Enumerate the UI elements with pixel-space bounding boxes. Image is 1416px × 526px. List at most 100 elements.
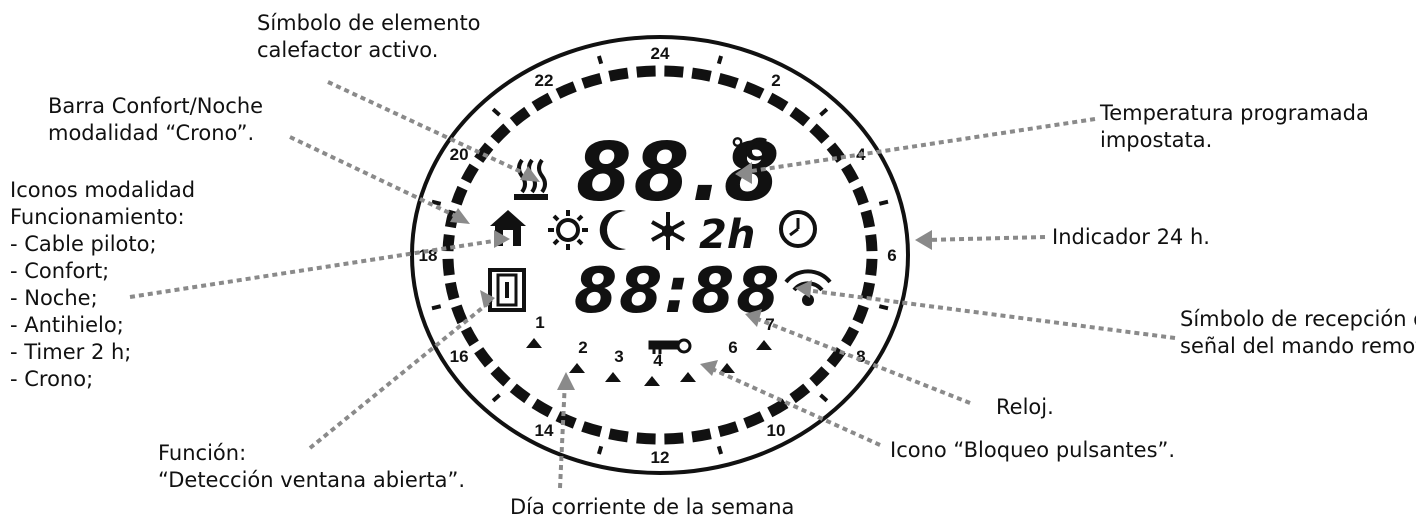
hour-tick [491, 393, 501, 403]
hour-tick-marks [431, 55, 889, 455]
day-number: 7 [765, 315, 774, 334]
label-key-lock: Icono “Bloqueo pulsantes”. [890, 438, 1176, 462]
hour-bar-segment [490, 366, 511, 387]
hour-bar-segment [608, 428, 629, 443]
hour-tick-label: 8 [856, 347, 865, 366]
heater-icon [514, 158, 548, 200]
day-number: 6 [728, 338, 737, 357]
hour-tick-label: 16 [450, 347, 469, 366]
hour-bar-segment [865, 258, 878, 276]
day-number: 3 [614, 347, 623, 366]
day-number: 4 [653, 351, 663, 370]
hour-bar-segment [691, 428, 712, 443]
hour-bar-segment [789, 106, 811, 127]
label-open-window: Función:“Detección ventana abierta”. [158, 441, 466, 492]
hour-bar-segment [555, 81, 577, 99]
day-marker-triangle [526, 338, 542, 348]
hour-bar-segment [581, 421, 603, 438]
snowflake-icon [651, 212, 685, 250]
hour-bar-segment [444, 281, 460, 301]
key-lock-icon [648, 338, 692, 354]
hour-bar-segment [691, 67, 712, 82]
hour-tick [878, 199, 889, 206]
hour-bar-segment [531, 92, 553, 112]
hour-bar-segment [451, 304, 468, 325]
hour-tick [819, 393, 829, 403]
hour-tick-label: 22 [535, 71, 554, 90]
hour-bar-segment [474, 347, 494, 368]
hour-tick-label: 6 [887, 246, 896, 265]
hour-bar-segment [841, 326, 860, 347]
hour-tick-label: 20 [450, 145, 469, 164]
hour-tick [596, 445, 604, 455]
timer-2h-label: 2h [699, 212, 755, 258]
hour-bar-segment [767, 92, 789, 112]
sun-icon [548, 210, 588, 250]
hour-bar-segment [490, 123, 511, 144]
hour-bar-segment [809, 123, 830, 144]
hour-tick [491, 107, 501, 117]
day-marker-triangle [644, 376, 660, 386]
day-marker-triangle [719, 363, 735, 373]
hour-bar-segment [664, 65, 684, 78]
hour-bar-segment [581, 72, 603, 89]
hour-bar-segment [509, 106, 531, 127]
day-marker-triangle [605, 372, 621, 382]
hour-bar-segment [555, 411, 577, 429]
hour-bar-segment [460, 326, 479, 347]
hour-tick-label: 2 [771, 71, 780, 90]
open-window-icon [488, 268, 526, 312]
label-remote-signal: Símbolo de recepción de laseñal del mand… [1180, 307, 1416, 358]
hour-tick [431, 304, 442, 311]
hour-bar-segment [743, 411, 765, 429]
hour-bar-segment [664, 432, 684, 445]
label-day-of-week: Día corriente de la semana [510, 495, 795, 519]
day-number: 1 [535, 313, 544, 332]
hour-tick-label: 24 [651, 44, 670, 63]
hour-bar-segment [865, 234, 878, 252]
hour-bar-segment [608, 67, 629, 82]
hour-bar-segment [809, 366, 830, 387]
hour-bar-segment [852, 304, 869, 325]
hour-tick [716, 445, 724, 455]
hour-bar-segment [509, 383, 531, 404]
hour-tick-label: 12 [651, 448, 670, 467]
day-marker-triangle [756, 340, 772, 350]
hour-bar-segment [636, 432, 656, 445]
hour-bar-segment [743, 81, 765, 99]
hour-bar-segment [767, 398, 789, 418]
hour-tick [431, 199, 442, 206]
hour-tick [878, 304, 889, 311]
hour-bar-segment [531, 398, 553, 418]
hour-tick [596, 55, 604, 65]
hour-bar-segment [717, 421, 739, 438]
hour-tick-label: 14 [535, 421, 554, 440]
leader-arrowheads [450, 162, 932, 390]
day-marker-triangle [569, 363, 585, 373]
hour-bar-segment [860, 209, 876, 229]
hour-bar-segment [717, 72, 739, 89]
hour-bar-segment [789, 383, 811, 404]
hour-tick [716, 55, 724, 65]
hour-bar-segment [636, 65, 656, 78]
clock-digits: 88:88 [574, 254, 781, 327]
label-clock: Reloj. [996, 395, 1054, 419]
display-outer-ring [410, 35, 910, 475]
hour-bar-segment [841, 163, 860, 184]
day-indicators: 1234567 [526, 313, 775, 386]
hour-bar-segment [826, 142, 846, 163]
hour-bar-segment [442, 258, 455, 276]
hour-bar-segment [451, 185, 468, 206]
celsius-unit: °C [730, 133, 767, 168]
hour-bar-segment [460, 163, 479, 184]
hour-tick-label: 10 [767, 421, 786, 440]
day-marker-triangle [680, 372, 696, 382]
moon-icon [599, 210, 626, 250]
hour-bar-segment [852, 185, 869, 206]
